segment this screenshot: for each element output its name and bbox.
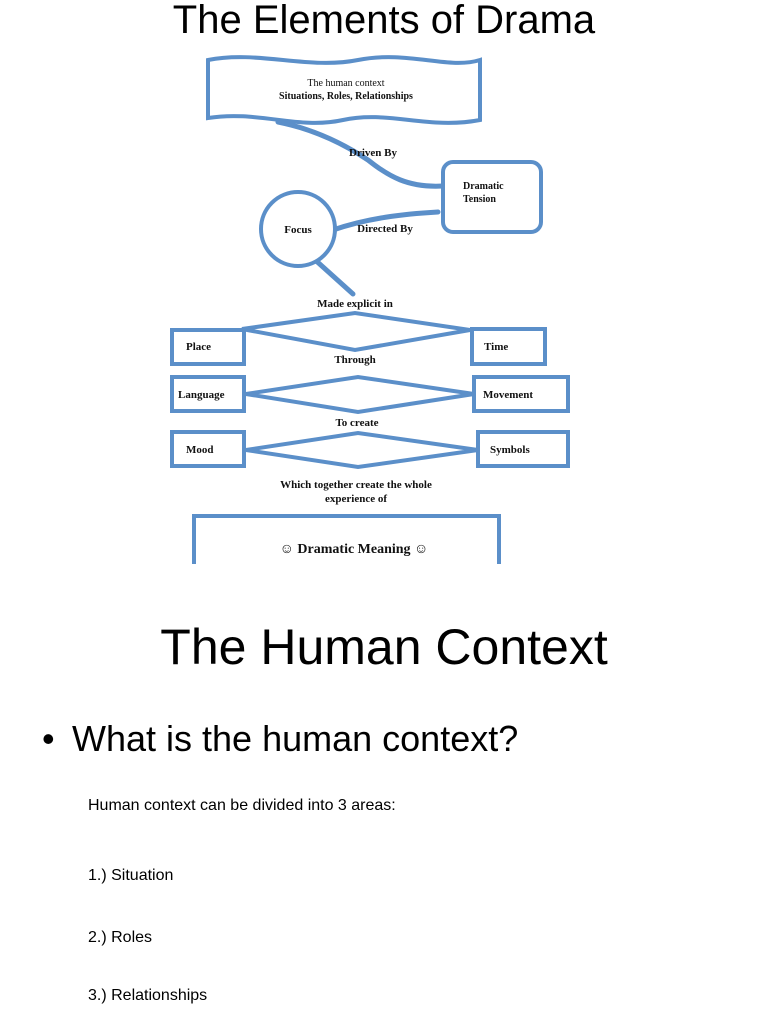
to-create-label: To create	[335, 417, 378, 429]
dramatic-tension-box	[441, 160, 543, 234]
bullet-dot: •	[42, 718, 55, 759]
banner-line-1: The human context	[307, 78, 384, 89]
tension-line-1: Dramatic	[463, 181, 504, 192]
list-item: 1.) Situation	[88, 867, 174, 884]
focus-label: Focus	[284, 224, 312, 236]
movement-label: Movement	[483, 389, 533, 401]
directed-by-connector	[330, 209, 441, 233]
together-line-1: Which together create the whole	[280, 479, 432, 491]
through-label: Through	[334, 354, 375, 366]
list-item: 3.) Relationships	[88, 987, 208, 1004]
mood-box	[170, 430, 246, 468]
time-label: Time	[484, 341, 508, 353]
together-line-2: experience of	[325, 493, 387, 505]
dramatic-meaning-label: ☺ Dramatic Meaning ☺	[280, 542, 429, 557]
driven-by-label: Driven By	[349, 147, 397, 159]
movement-box	[472, 375, 570, 413]
mood-label: Mood	[186, 444, 214, 456]
bullet-item: • What is the human context?	[42, 718, 518, 760]
place-box	[170, 328, 246, 366]
drama-elements-diagram: The human context Situations, Roles, Rel…	[170, 55, 570, 564]
bullet-text: What is the human context?	[72, 718, 519, 759]
symbols-box	[476, 430, 570, 468]
slide-title-2: The Human Context	[160, 619, 608, 675]
place-label: Place	[186, 341, 211, 353]
symbols-label: Symbols	[490, 444, 530, 456]
made-explicit-label: Made explicit in	[317, 298, 393, 310]
dramatic-meaning-box	[192, 514, 501, 564]
intro-text: Human context can be divided into 3 area…	[88, 797, 396, 814]
focus-circle	[259, 190, 337, 268]
focus-stem	[310, 255, 356, 297]
driven-by-connector	[275, 119, 446, 189]
human-context-banner	[206, 55, 482, 125]
language-box	[170, 375, 246, 413]
list-item: 2.) Roles	[88, 929, 153, 946]
directed-by-label: Directed By	[357, 223, 413, 235]
tension-line-2: Tension	[463, 194, 496, 205]
time-box	[470, 327, 547, 366]
language-label: Language	[178, 389, 225, 401]
banner-line-2: Situations, Roles, Relationships	[279, 91, 413, 102]
place-time-diamond	[241, 310, 471, 353]
slide-title: The Elements of Drama	[172, 0, 596, 42]
language-movement-diamond	[245, 374, 475, 415]
mood-symbols-diamond	[245, 430, 479, 470]
